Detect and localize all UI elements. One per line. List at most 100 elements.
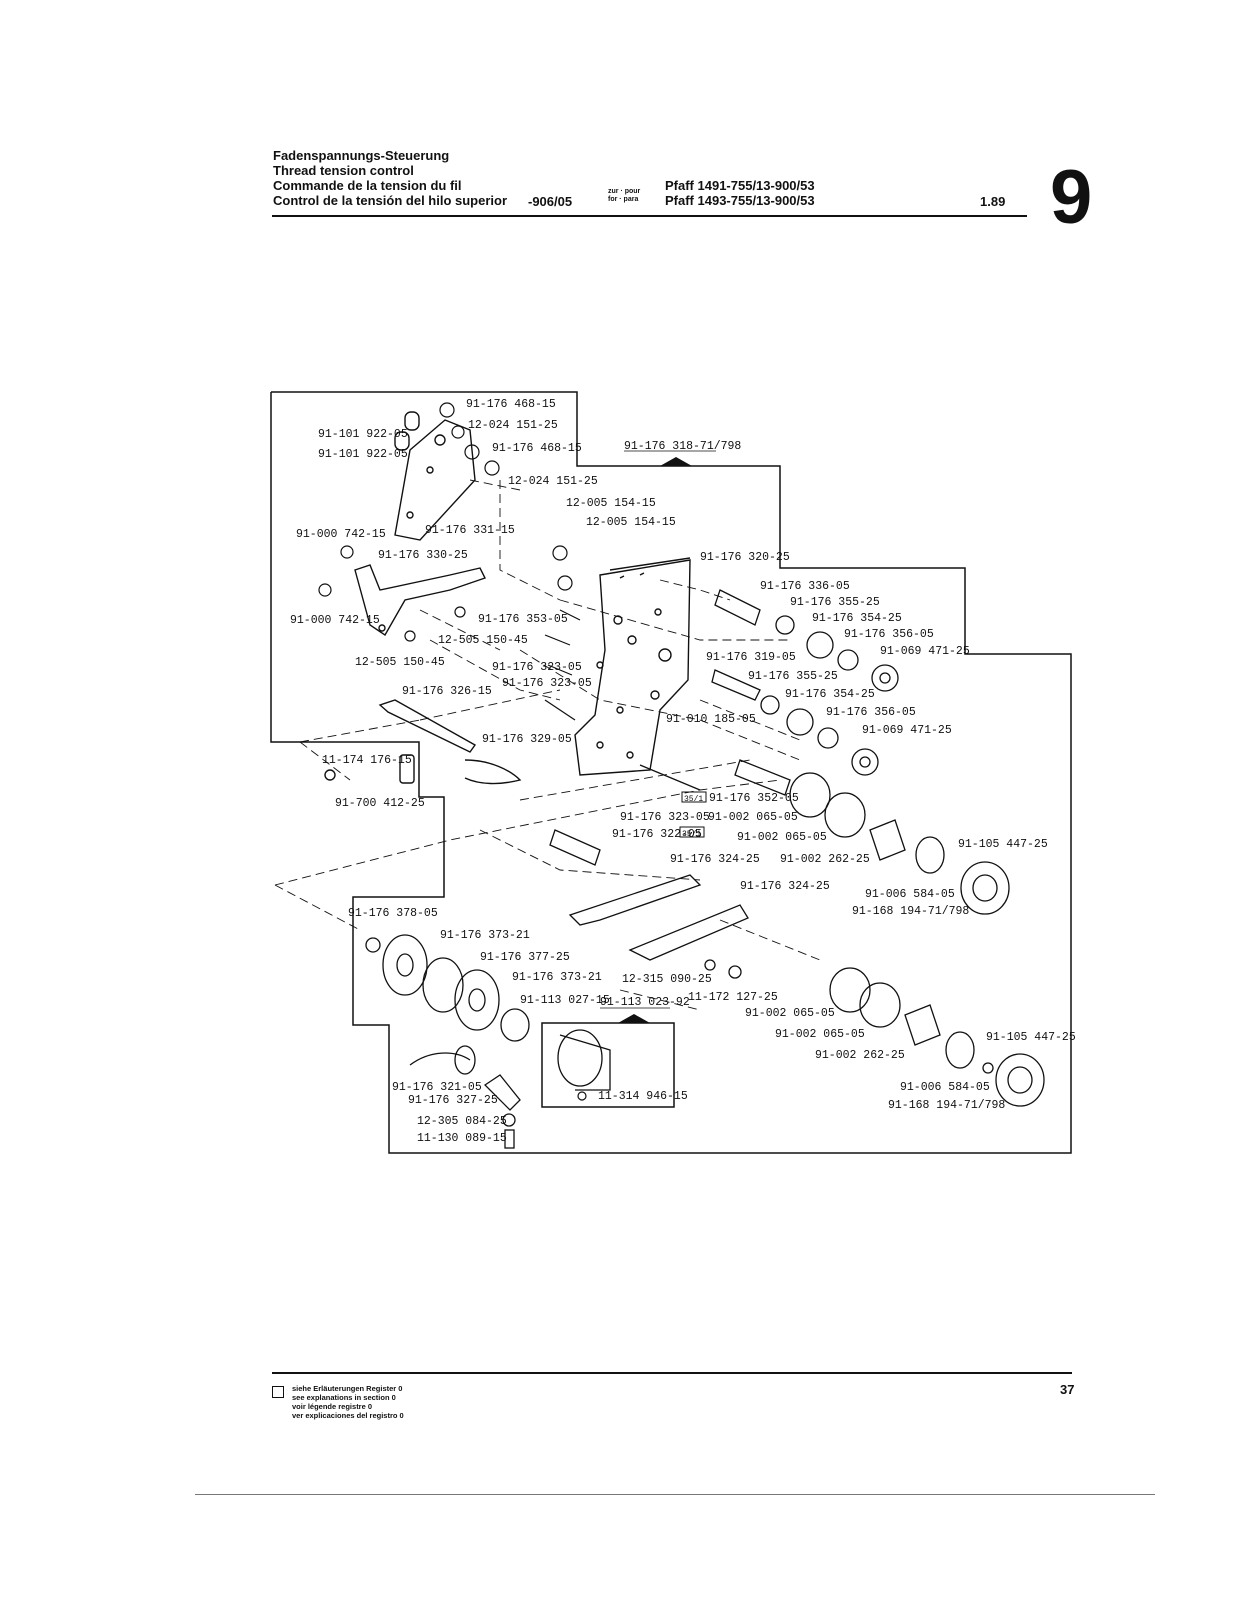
part-label: 91-176 468-15	[466, 398, 556, 411]
part-label: 91-176 323-05	[502, 677, 592, 690]
assembly-lines	[274, 479, 821, 1011]
ref-box-2	[679, 826, 705, 838]
part-label: 91-176 354-25	[785, 688, 875, 701]
part-label: 91-176 378-05	[348, 907, 438, 920]
header-rule	[272, 215, 1027, 217]
main-plate	[574, 557, 691, 776]
part-label: 91-700 412-25	[335, 797, 425, 810]
part-label: 11-174 176-15	[322, 754, 412, 767]
for-label: zur · pour for · para	[608, 188, 640, 204]
pointer-triangle-inset	[618, 1014, 650, 1023]
part-label: 91-069 471-25	[880, 645, 970, 658]
footer-rule	[272, 1372, 1072, 1374]
part-label: 11-314 946-15	[598, 1090, 688, 1103]
ref-box-label-1: 35/1	[684, 795, 703, 804]
small-fasteners	[318, 402, 581, 721]
part-label: 91-176 329-05	[482, 733, 572, 746]
part-label: 91-176 323-05	[620, 811, 710, 824]
part-label: 12-024 151-25	[468, 419, 558, 432]
part-label: 91-168 194-71/798	[888, 1099, 1005, 1112]
part-label: 91-002 262-25	[780, 853, 870, 866]
part-label: 91-176 320-25	[700, 551, 790, 564]
part-label: 91-176 336-05	[760, 580, 850, 593]
part-label: 11-130 089-15	[417, 1132, 507, 1145]
upper-tension-assembly	[711, 589, 1010, 915]
legend: siehe Erläuterungen Register 0 see expla…	[272, 1384, 404, 1420]
part-label: 91-006 584-05	[900, 1081, 990, 1094]
section-number: 9	[1050, 155, 1093, 240]
part-label: 91-002 065-05	[708, 811, 798, 824]
part-label: 12-505 150-45	[355, 656, 445, 669]
part-label: 91-176 373-21	[440, 929, 530, 942]
part-label: 91-002 065-05	[737, 831, 827, 844]
section-code: -906/05	[528, 194, 573, 209]
part-label: 12-505 150-45	[438, 634, 528, 647]
part-label: 12-005 154-15	[566, 497, 656, 510]
part-label: 91-176 355-25	[748, 670, 838, 683]
part-label: 12-305 084-25	[417, 1115, 507, 1128]
title-es: Control de la tensión del hilo superior	[273, 193, 508, 208]
lower-tension-assembly	[829, 967, 1045, 1107]
part-label: 11-172 127-25	[688, 991, 778, 1004]
legend-fr: voir légende registre 0	[292, 1402, 373, 1411]
part-label: 12-315 090-25	[622, 973, 712, 986]
part-label: 91-176 319-05	[706, 651, 796, 664]
models: Pfaff 1491-755/13-900/53 Pfaff 1493-755/…	[665, 178, 815, 208]
part-label: 91-101 922-05	[318, 448, 408, 461]
part-label: 91-176 324-25	[740, 880, 830, 893]
part-label: 91-176 352-05	[709, 792, 799, 805]
part-label: 91-176 323-05	[492, 661, 582, 674]
part-label: 91-113 027-15	[520, 994, 610, 1007]
lower-left-discs	[365, 934, 530, 1149]
part-label: 91-176 330-25	[378, 549, 468, 562]
legend-en: see explanations in section 0	[292, 1393, 396, 1402]
part-label: 91-176 355-25	[790, 596, 880, 609]
part-label: 91-176 324-25	[670, 853, 760, 866]
part-label: 91-176 373-21	[512, 971, 602, 984]
part-label: 91-176 377-25	[480, 951, 570, 964]
part-label: 91-002 065-05	[745, 1007, 835, 1020]
part-label: 91-002 065-05	[775, 1028, 865, 1041]
part-label: 91-105 447-25	[958, 838, 1048, 851]
ref-box-label-2: 35/1	[682, 830, 701, 839]
detail-inset	[541, 1022, 675, 1108]
part-label: 91-000 742-15	[290, 614, 380, 627]
part-label: 91-010 185-05	[666, 713, 756, 726]
part-label: 91-069 471-25	[862, 724, 952, 737]
part-label: 91-101 922-05	[318, 428, 408, 441]
part-label: 91-105 447-25	[986, 1031, 1076, 1044]
part-label: 91-176 322-05	[612, 828, 702, 841]
part-label: 91-176 321-05	[392, 1081, 482, 1094]
lever-330	[354, 564, 486, 636]
part-label: 91-006 584-05	[865, 888, 955, 901]
legend-box-icon	[272, 1386, 284, 1398]
middle-rods-levers	[549, 764, 749, 979]
header-titles: Fadenspannungs-Steuerung Thread tension …	[273, 148, 507, 208]
title-en: Thread tension control	[273, 163, 414, 178]
part-label: 91-176 356-05	[826, 706, 916, 719]
legend-es: ver explicaciones del registro 0	[292, 1411, 404, 1420]
for-para: for · para	[608, 196, 639, 203]
scan-line	[195, 1494, 1155, 1495]
upper-bracket	[394, 411, 476, 541]
part-label: 91-176 354-25	[812, 612, 902, 625]
part-label: 91-176 353-05	[478, 613, 568, 626]
model-1491: Pfaff 1491-755/13-900/53	[665, 178, 815, 193]
page-number: 37	[1060, 1382, 1075, 1397]
part-label: 91-176 327-25	[408, 1094, 498, 1107]
part-label: 91-176 318-71/798	[624, 440, 741, 453]
part-labels: 91-176 468-15 12-024 151-25 91-101 922-0…	[290, 398, 1076, 1145]
shaft-326	[324, 699, 522, 785]
edition-date: 1.89	[980, 194, 1006, 209]
part-label: 91-002 262-25	[815, 1049, 905, 1062]
part-label: 12-005 154-15	[586, 516, 676, 529]
part-label: 91-176 468-15	[492, 442, 582, 455]
part-label: 91-176 356-05	[844, 628, 934, 641]
part-label: 91-176 326-15	[402, 685, 492, 698]
model-1493: Pfaff 1493-755/13-900/53	[665, 193, 815, 208]
part-label: 91-168 194-71/798	[852, 905, 969, 918]
diagram-frame	[270, 391, 1072, 1154]
zur-pour: zur · pour	[608, 188, 641, 195]
title-de: Fadenspannungs-Steuerung	[273, 148, 450, 163]
